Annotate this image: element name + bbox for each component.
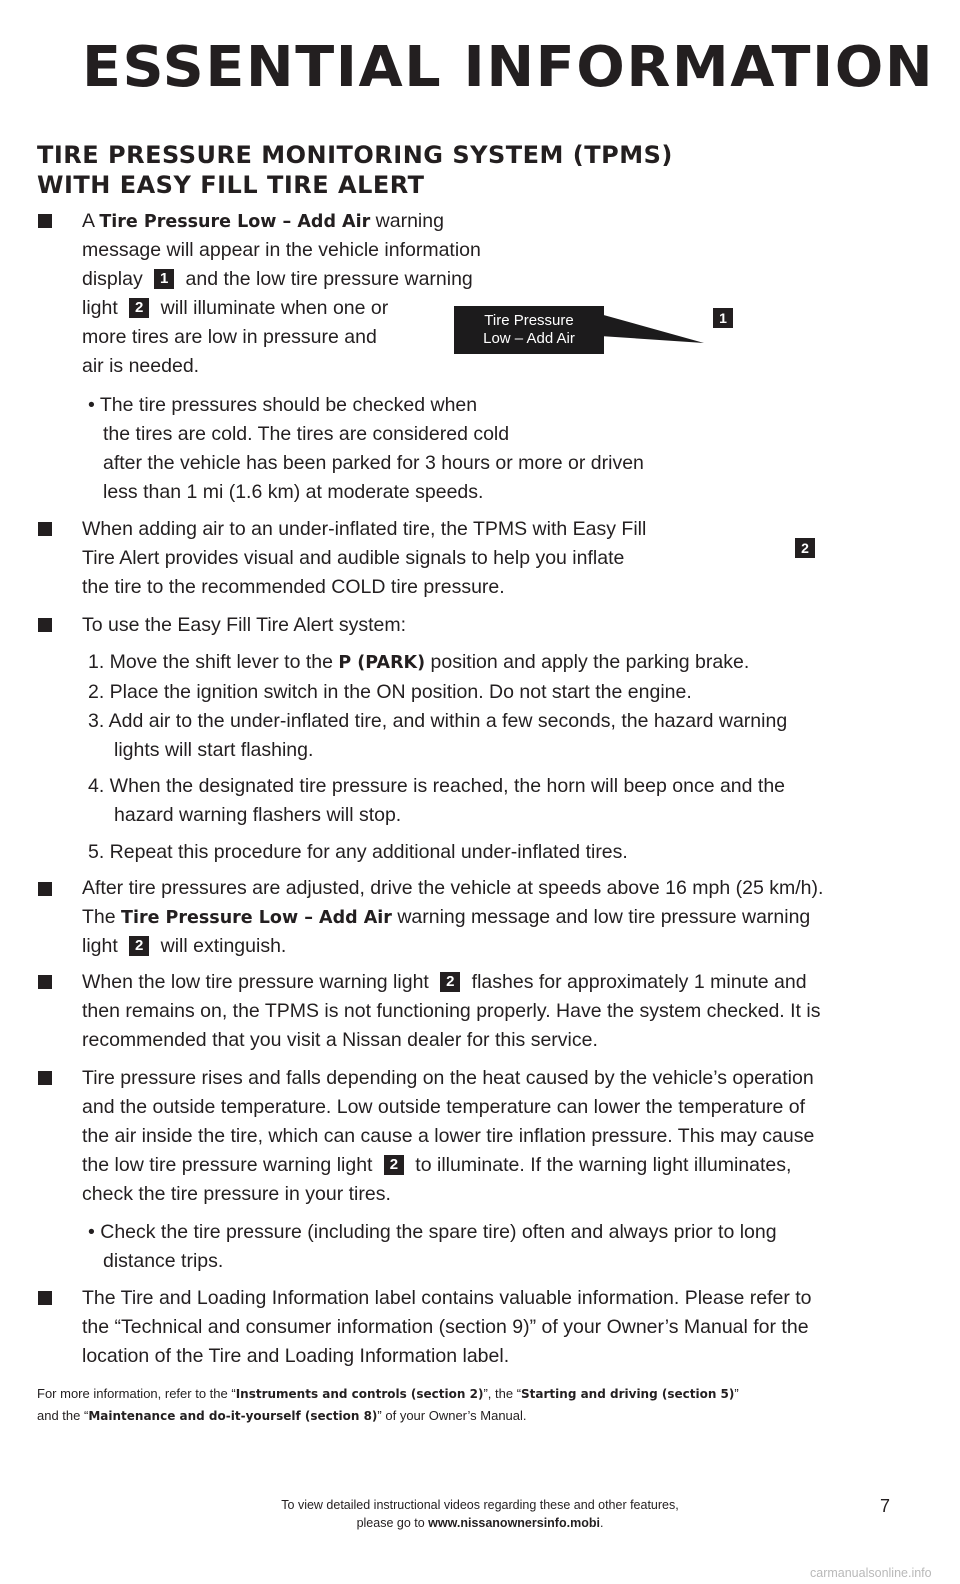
badge-2: 2 (129, 936, 150, 956)
step-4-line1: 4. When the designated tire pressure is … (88, 775, 786, 797)
bullet5-line1: When the low tire pressure warning light… (82, 971, 807, 993)
badge-2: 2 (383, 1155, 404, 1175)
website-link[interactable]: www.nissanownersinfo.mobi (428, 1516, 600, 1530)
footnote-line2: and the “Maintenance and do-it-yourself … (37, 1408, 527, 1423)
bullet1-line5: more tires are low in pressure and (82, 326, 377, 348)
bullet7-line3: location of the Tire and Loading Informa… (82, 1345, 510, 1367)
bullet-square (38, 1291, 52, 1305)
bullet4-line3: light 2 will extinguish. (82, 935, 287, 957)
footnote: For more information, refer to the “Inst… (37, 1383, 917, 1427)
header-title: ESSENTIAL INFORMATION (82, 35, 935, 100)
callout-line1: Tire Pressure (484, 312, 574, 329)
bullet6-line4: the low tire pressure warning light 2 to… (82, 1154, 792, 1176)
bullet1-sub2: the tires are cold. The tires are consid… (103, 423, 510, 445)
bullet2-line2: Tire Alert provides visual and audible s… (82, 547, 625, 569)
step-2: 2. Place the ignition switch in the ON p… (88, 681, 692, 703)
figure-marker-2: 2 (795, 538, 815, 558)
bullet2-line1: When adding air to an under-inflated tir… (82, 518, 647, 540)
bullet-square (38, 975, 52, 989)
bullet6-line1: Tire pressure rises and falls depending … (82, 1067, 814, 1089)
bullet1-line2: message will appear in the vehicle infor… (82, 239, 481, 261)
badge-2: 2 (129, 298, 150, 318)
park-position: P (PARK) (338, 653, 426, 673)
section-title-line1: TIRE PRESSURE MONITORING SYSTEM (TPMS) (37, 141, 673, 169)
bullet7-line2: the “Technical and consumer information … (82, 1316, 809, 1338)
step-1: 1. Move the shift lever to the P (PARK) … (88, 651, 750, 673)
bullet-square (38, 522, 52, 536)
step-4-line2: hazard warning flashers will stop. (114, 804, 402, 826)
step-3-line1: 3. Add air to the under-inflated tire, a… (88, 710, 788, 732)
footer-line1: To view detailed instructional videos re… (281, 1498, 679, 1512)
bullet1-line4: light 2 will illuminate when one or (82, 297, 389, 319)
bullet1-sub4: less than 1 mi (1.6 km) at moderate spee… (103, 481, 484, 503)
watermark: carmanualsonline.info (810, 1566, 932, 1580)
bullet6-sub2: distance trips. (103, 1250, 224, 1272)
bullet1-line3: display 1 and the low tire pressure warn… (82, 268, 473, 290)
bullet5-line3: recommended that you visit a Nissan deal… (82, 1029, 598, 1051)
section-title: TIRE PRESSURE MONITORING SYSTEM (TPMS) W… (37, 140, 737, 200)
callout-line2: Low – Add Air (483, 330, 575, 347)
callout-pointer (600, 314, 704, 343)
section-title-line2: WITH EASY FILL TIRE ALERT (37, 171, 425, 199)
bullet3-intro: To use the Easy Fill Tire Alert system: (82, 614, 407, 636)
bullet-square (38, 214, 52, 228)
bullet-square (38, 618, 52, 632)
page-number: 7 (880, 1496, 891, 1516)
bullet6-sub1: • Check the tire pressure (including the… (88, 1221, 777, 1243)
bullet1-line6: air is needed. (82, 355, 200, 377)
bullet7-line1: The Tire and Loading Information label c… (82, 1287, 812, 1309)
page-footer: To view detailed instructional videos re… (250, 1496, 710, 1532)
bullet4-line1: After tire pressures are adjusted, drive… (82, 877, 824, 899)
bullet2-line3: the tire to the recommended COLD tire pr… (82, 576, 505, 598)
bullet1-sub1: • The tire pressures should be checked w… (88, 394, 478, 416)
bullet5-line2: then remains on, the TPMS is not functio… (82, 1000, 821, 1022)
page-header: ESSENTIAL INFORMATION (0, 0, 960, 100)
badge-1: 1 (154, 269, 175, 289)
bullet6-line2: and the outside temperature. Low outside… (82, 1096, 806, 1118)
callout-tire-pressure-message: Tire Pressure Low – Add Air (454, 306, 604, 354)
figure-marker-1: 1 (713, 308, 733, 328)
bullet1-line1: A Tire Pressure Low – Add Air warning (82, 210, 444, 232)
bullet6-line5: check the tire pressure in your tires. (82, 1183, 391, 1205)
badge-2: 2 (440, 972, 461, 992)
footnote-line1: For more information, refer to the “Inst… (37, 1386, 739, 1401)
bullet6-line3: the air inside the tire, which can cause… (82, 1125, 815, 1147)
bullet-square (38, 882, 52, 896)
step-5: 5. Repeat this procedure for any additio… (88, 841, 628, 863)
bullet-square (38, 1071, 52, 1085)
step-3-line2: lights will start flashing. (114, 739, 314, 761)
footer-line2: please go to www.nissanownersinfo.mobi. (356, 1516, 604, 1530)
bullet4-line2: The Tire Pressure Low – Add Air warning … (82, 906, 811, 928)
warning-message-name: Tire Pressure Low – Add Air (99, 212, 371, 232)
bullet1-sub3: after the vehicle has been parked for 3 … (103, 452, 644, 474)
warning-message-name: Tire Pressure Low – Add Air (121, 908, 392, 928)
